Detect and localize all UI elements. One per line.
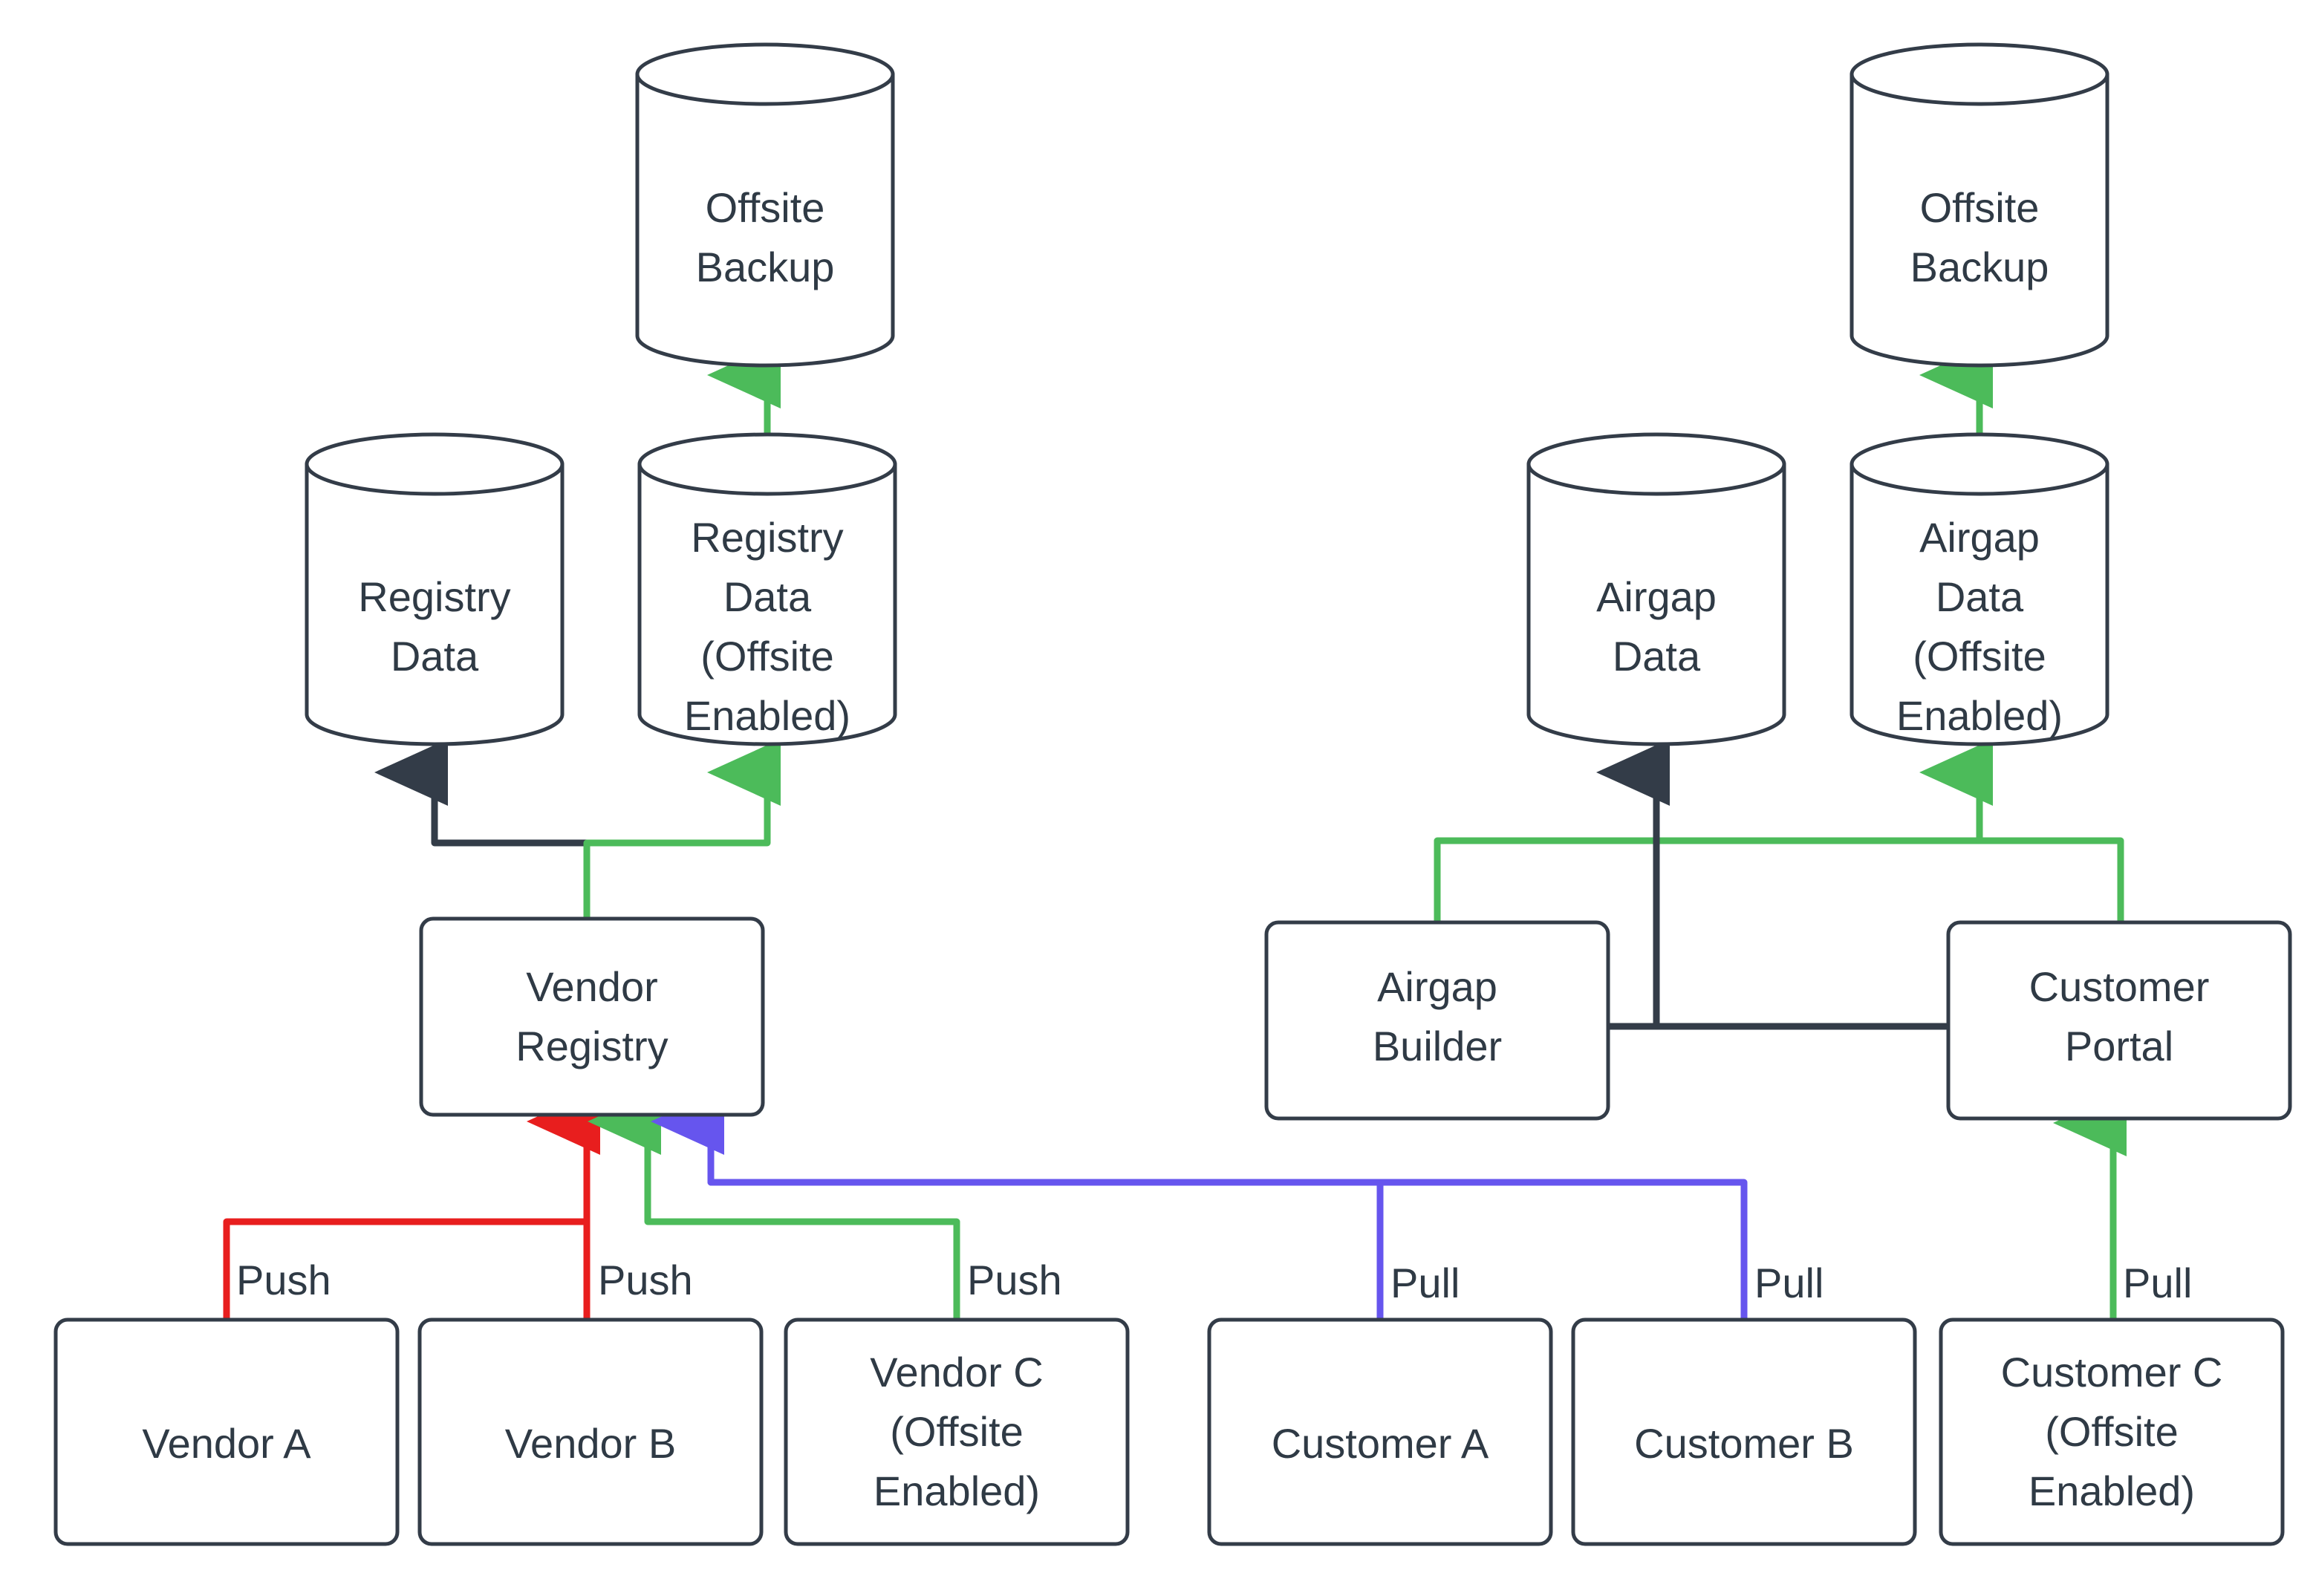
node-vendor-c-line1: Vendor C: [870, 1349, 1044, 1395]
node-customer-portal[interactable]: Customer Portal: [1946, 920, 2292, 1121]
node-customer-portal-line2: Portal: [2065, 1023, 2173, 1069]
node-registry-data-offsite-line1: Registry: [691, 514, 843, 561]
node-customer-b-label: Customer B: [1634, 1420, 1854, 1467]
node-airgap-builder-line1: Airgap: [1377, 963, 1497, 1010]
node-registry-data-line2: Data: [391, 633, 479, 680]
node-airgap-data-offsite-line4: Enabled): [1896, 692, 2063, 739]
edge-label-push-1: Push: [236, 1257, 331, 1303]
node-offsite-backup-right-line1: Offsite: [1920, 184, 2040, 231]
node-offsite-backup-left-line2: Backup: [696, 244, 835, 290]
node-customer-a[interactable]: Customer A: [1207, 1317, 1553, 1546]
edge-portal-to-airgap-data: [1596, 739, 1950, 1030]
node-registry-data-offsite[interactable]: Registry Data (Offsite Enabled): [637, 432, 897, 746]
node-airgap-data-offsite-line3: (Offsite: [1913, 633, 2046, 680]
node-offsite-backup-left-line1: Offsite: [706, 184, 825, 231]
node-registry-data-offsite-line3: (Offsite: [700, 633, 833, 680]
node-vendor-registry-line1: Vendor: [526, 963, 658, 1010]
node-registry-data-offsite-line2: Data: [723, 573, 812, 620]
node-offsite-backup-left[interactable]: Offsite Backup: [635, 42, 895, 368]
node-offsite-backup-right[interactable]: Offsite Backup: [1850, 42, 2109, 368]
node-airgap-data-offsite[interactable]: Airgap Data (Offsite Enabled): [1850, 432, 2109, 746]
node-vendor-a[interactable]: Vendor A: [53, 1317, 400, 1546]
node-customer-c-line3: Enabled): [2029, 1468, 2195, 1514]
node-airgap-data-offsite-line1: Airgap: [1919, 514, 2040, 561]
node-airgap-data-line1: Airgap: [1596, 573, 1717, 620]
edge-registry-to-data: [374, 739, 591, 921]
node-vendor-c-line2: (Offsite: [890, 1408, 1023, 1455]
edge-customer-b-pull: [707, 1179, 1748, 1322]
node-airgap-builder[interactable]: Airgap Builder: [1264, 920, 1610, 1121]
edge-portal-offsite: [1976, 837, 2124, 925]
node-airgap-builder-line2: Builder: [1373, 1023, 1502, 1069]
node-customer-b[interactable]: Customer B: [1571, 1317, 1917, 1546]
node-airgap-data-line2: Data: [1613, 633, 1701, 680]
node-registry-data[interactable]: Registry Data: [305, 432, 565, 746]
edge-vendor-c-push: [588, 1088, 960, 1322]
node-customer-c-line1: Customer C: [2001, 1349, 2223, 1395]
edge-label-push-2: Push: [598, 1257, 693, 1303]
edge-airgap-builder-offsite: [1434, 739, 1993, 925]
node-registry-data-line1: Registry: [358, 573, 510, 620]
node-vendor-c-line3: Enabled): [874, 1468, 1040, 1514]
node-vendor-b-label: Vendor B: [505, 1420, 676, 1467]
node-vendor-a-label: Vendor A: [142, 1420, 311, 1467]
edge-label-pull-1: Pull: [1390, 1260, 1460, 1306]
node-offsite-backup-right-line2: Backup: [1910, 244, 2049, 290]
node-airgap-data-offsite-line2: Data: [1936, 573, 2024, 620]
edge-label-pull-3: Pull: [2123, 1260, 2192, 1306]
node-airgap-data[interactable]: Airgap Data: [1526, 432, 1786, 746]
node-vendor-c[interactable]: Vendor C (Offsite Enabled): [784, 1317, 1130, 1546]
node-vendor-registry-line2: Registry: [515, 1023, 668, 1069]
node-customer-portal-line1: Customer: [2029, 963, 2210, 1010]
node-vendor-registry[interactable]: Vendor Registry: [419, 916, 765, 1117]
edge-registry-to-data-offsite: [583, 739, 781, 921]
node-customer-c[interactable]: Customer C (Offsite Enabled): [1939, 1317, 2285, 1546]
node-registry-data-offsite-line4: Enabled): [684, 692, 850, 739]
edge-label-push-3: Push: [967, 1257, 1062, 1303]
node-vendor-b[interactable]: Vendor B: [417, 1317, 764, 1546]
node-customer-c-line2: (Offsite: [2045, 1408, 2178, 1455]
node-customer-a-label: Customer A: [1272, 1420, 1489, 1467]
edge-label-pull-2: Pull: [1754, 1260, 1824, 1306]
